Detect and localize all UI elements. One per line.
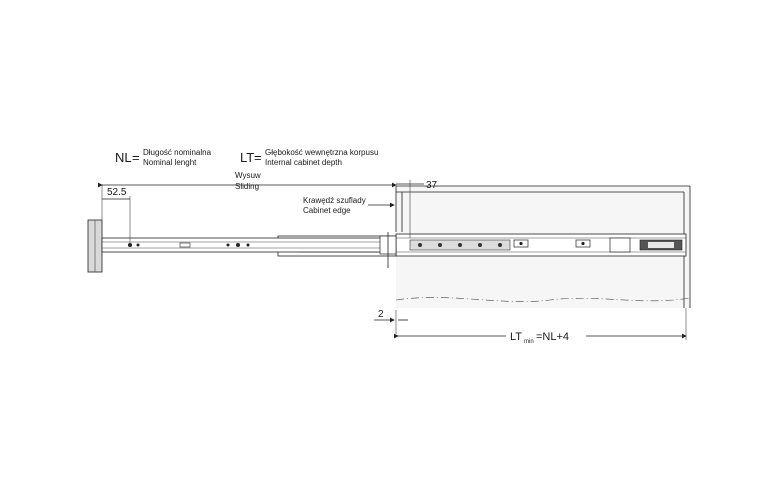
edge-label-en: Cabinet edge: [303, 206, 351, 215]
lt-min-symbol: LT: [510, 331, 522, 343]
lt-label-pl: Głębokość wewnętrzna korpusu: [265, 148, 378, 157]
dimension-lt-min: LT min =NL+4: [394, 308, 687, 345]
front-offset-value: 52.5: [107, 187, 127, 198]
cabinet-edge-callout: Krawędź szuflady Cabinet edge: [303, 196, 395, 215]
legend-nl: NL = Długość nominalna Nominal lenght: [115, 148, 212, 167]
slide-rail: [101, 232, 687, 268]
nl-label-en: Nominal lenght: [143, 158, 197, 167]
dimension-gap: 2: [374, 309, 408, 334]
lt-min-formula: =NL+4: [536, 331, 569, 343]
lt-symbol: LT: [240, 150, 254, 165]
dimension-front-offset: 52.5: [102, 187, 131, 244]
rear-offset-value: 37: [426, 180, 438, 191]
nl-label-pl: Długość nominalna: [143, 148, 212, 157]
lt-label-en: Internal cabinet depth: [265, 158, 342, 167]
sliding-label-en: Sliding: [235, 182, 259, 191]
lt-min-subscript: min: [524, 339, 534, 345]
legend-lt: LT = Głębokość wewnętrzna korpusu Intern…: [240, 148, 378, 167]
dimension-sliding: Wysuw Sliding: [98, 171, 397, 236]
edge-label-pl: Krawędź szuflady: [303, 196, 366, 205]
dimension-rear-offset: 37: [396, 180, 438, 238]
gap-value: 2: [378, 309, 384, 320]
lt-equals: =: [254, 150, 262, 165]
drawer-front: [87, 219, 103, 273]
nl-equals: =: [132, 150, 140, 165]
sliding-label-pl: Wysuw: [235, 171, 261, 180]
nl-symbol: NL: [115, 150, 132, 165]
